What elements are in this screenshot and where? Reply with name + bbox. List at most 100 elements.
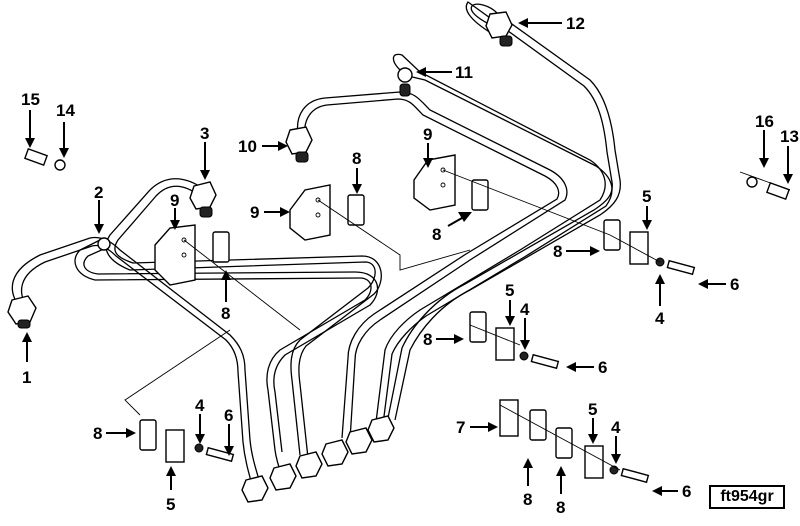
arrow-9c [423, 143, 433, 168]
plate-a [629, 231, 649, 265]
insert-a [212, 231, 230, 263]
arrow-10 [262, 141, 288, 151]
callout-5c: 5 [166, 495, 176, 514]
arrow-8a [352, 168, 362, 194]
callout-4d: 4 [611, 418, 621, 437]
arrow-14 [59, 122, 69, 158]
arrow-6a [698, 279, 726, 289]
insert-e [469, 311, 487, 343]
callout-6a: 6 [730, 275, 740, 294]
callout-12: 12 [566, 14, 585, 33]
callout-16: 16 [755, 112, 774, 131]
arrow-8h [556, 466, 566, 494]
figure-id-label: ft954gr [709, 485, 785, 509]
callout-8a: 8 [352, 149, 362, 168]
insert-c [471, 179, 489, 211]
insert-b [347, 194, 365, 226]
arrow-9a [170, 208, 180, 230]
callout-9b: 9 [250, 203, 260, 222]
arrow-8e [436, 334, 464, 344]
arrow-4c [195, 414, 205, 444]
fittings [7, 11, 513, 503]
callout-9c: 9 [423, 125, 433, 144]
arrow-8g [523, 458, 533, 486]
insert-f [139, 419, 157, 451]
nut-line-4 [285, 126, 313, 163]
arrow-8d [566, 246, 600, 256]
callout-6d: 6 [682, 482, 692, 501]
arrow-16 [759, 130, 769, 168]
arrow-7 [470, 422, 498, 432]
fuel-line-6 [387, 1, 621, 421]
callout-8h: 8 [556, 498, 566, 517]
arrow-9b [264, 207, 290, 217]
plate-c [165, 429, 185, 463]
fuel-line-3 [105, 178, 382, 459]
nut-line-5 [397, 67, 413, 97]
callout-11: 11 [455, 63, 473, 82]
clip-line-2 [97, 237, 111, 251]
callout-5a: 5 [642, 187, 652, 206]
insert-d [603, 219, 621, 251]
clamp-hardware [23, 147, 791, 484]
nut-line-6 [485, 11, 513, 47]
arrow-1 [22, 332, 32, 362]
insert-g [529, 409, 547, 441]
arrow-15 [25, 110, 35, 148]
arrow-5a [642, 206, 652, 230]
callout-8g: 8 [523, 490, 533, 509]
callout-14: 14 [56, 101, 75, 120]
callout-5b: 5 [505, 281, 515, 300]
arrow-8b [447, 212, 472, 227]
callout-8c: 8 [221, 304, 231, 323]
fuel-line-4 [296, 91, 568, 441]
arrow-6b [566, 362, 594, 372]
fuel-line-5 [374, 53, 613, 433]
callout-4b: 4 [520, 300, 530, 319]
arrow-8f [106, 428, 136, 438]
callout-10: 10 [238, 137, 257, 156]
callout-8d: 8 [553, 242, 563, 261]
callout-6b: 6 [598, 358, 608, 377]
bracket-right [413, 154, 456, 211]
callout-15: 15 [21, 90, 40, 109]
callout-arrows [22, 18, 793, 496]
arrow-5d [588, 418, 598, 444]
callout-13: 13 [780, 127, 799, 146]
insert-h [555, 427, 573, 459]
callout-8e: 8 [423, 330, 433, 349]
arrow-5b [505, 300, 515, 326]
callout-8b: 8 [432, 225, 442, 244]
arrow-4a [655, 274, 665, 306]
arrow-13 [783, 146, 793, 184]
callout-2: 2 [94, 183, 104, 202]
plate-d [584, 445, 604, 479]
arrow-3 [200, 142, 210, 180]
callout-3: 3 [200, 124, 210, 143]
nut-lower-group [241, 415, 395, 503]
nut-line-3 [189, 181, 217, 218]
fuel-lines [11, 1, 621, 493]
leader-lines [124, 169, 791, 471]
fuel-line-2 [74, 239, 379, 486]
brackets [154, 154, 456, 286]
bracket-center [289, 184, 331, 241]
arrow-6d [652, 486, 678, 496]
arrow-5c [166, 466, 176, 490]
arrow-8c [221, 270, 231, 302]
callout-5d: 5 [588, 400, 598, 419]
arrow-4b [520, 318, 530, 350]
arrow-4d [611, 436, 621, 464]
callout-7: 7 [456, 418, 466, 437]
callout-4a: 4 [655, 309, 665, 328]
callout-9a: 9 [170, 191, 180, 210]
fuel-line-1 [11, 236, 263, 493]
arrow-12 [518, 18, 562, 28]
bracket-left [154, 224, 196, 286]
callout-4c: 4 [195, 396, 205, 415]
callout-6c: 6 [224, 406, 234, 425]
arrow-11 [416, 67, 452, 77]
callout-1: 1 [22, 368, 32, 387]
callout-8f: 8 [93, 424, 103, 443]
